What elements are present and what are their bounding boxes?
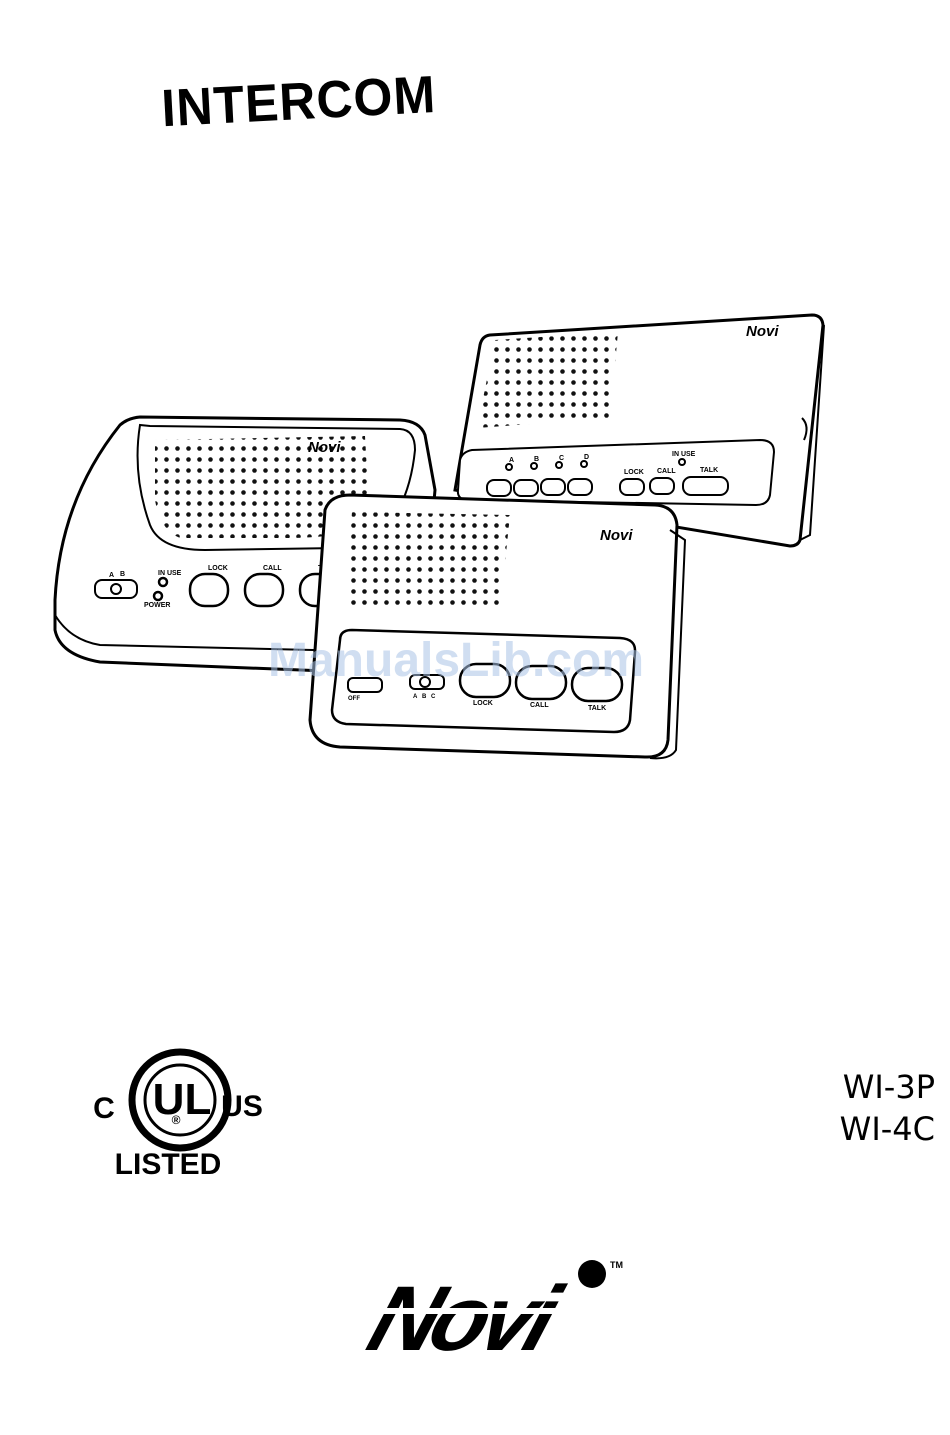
ul-registered-mark: ® xyxy=(172,1113,181,1127)
document-title: INTERCOM xyxy=(160,64,437,139)
watermark: ManualsLib.com xyxy=(268,633,644,688)
intercom-illustration: Novi A B C D IN USE LOCK CALL TALK xyxy=(40,300,840,770)
back-call-button xyxy=(650,478,674,494)
trademark-symbol: TM xyxy=(610,1260,623,1270)
back-lock-label: LOCK xyxy=(624,469,644,476)
model-numbers: WI-3P WI-4C xyxy=(795,1066,935,1150)
left-lock-button xyxy=(190,574,228,606)
back-talk-label: TALK xyxy=(700,467,718,474)
left-unit-brand: Novi xyxy=(308,439,341,456)
back-talk-button xyxy=(683,477,728,495)
ul-c-letter: C xyxy=(93,1092,115,1125)
model-number: WI-4C xyxy=(795,1108,935,1150)
back-channel-c-label: C xyxy=(559,455,564,462)
ul-letters: UL xyxy=(153,1075,212,1124)
back-unit-brand: Novi xyxy=(746,323,779,340)
ul-listed-text: LISTED xyxy=(115,1148,222,1181)
front-intercom-unit: Novi OFF A B C LOCK CALL TALK xyxy=(310,495,685,758)
back-channel-a-button xyxy=(487,480,511,496)
left-in-use-label: IN USE xyxy=(158,570,182,577)
back-channel-a-label: A xyxy=(509,457,514,464)
ul-listed-mark: UL ® C US LISTED xyxy=(90,1040,270,1190)
front-off-label: OFF xyxy=(348,696,360,702)
front-call-label: CALL xyxy=(530,702,549,709)
left-call-label: CALL xyxy=(263,565,282,572)
back-call-label: CALL xyxy=(657,468,676,475)
novi-logo: TM Novi xyxy=(360,1250,640,1370)
left-lock-label: LOCK xyxy=(208,565,228,572)
left-power-label: POWER xyxy=(144,602,170,609)
back-channel-c-button xyxy=(541,479,565,495)
left-switch-a-label: A xyxy=(109,572,114,579)
front-channel-c-label: C xyxy=(431,694,436,700)
back-channel-b-button xyxy=(514,480,538,496)
left-switch-b-label: B xyxy=(120,571,125,578)
back-channel-b-label: B xyxy=(534,456,539,463)
ul-us-letters: US xyxy=(221,1090,263,1123)
front-unit-brand: Novi xyxy=(600,527,633,544)
front-channel-a-label: A xyxy=(413,694,418,700)
back-lock-button xyxy=(620,479,644,495)
back-channel-d-button xyxy=(568,479,592,495)
logo-wordmark: Novi xyxy=(360,1268,573,1370)
front-lock-label: LOCK xyxy=(473,700,493,707)
back-channel-d-label: D xyxy=(584,454,589,461)
back-in-use-label: IN USE xyxy=(672,451,696,458)
model-number: WI-3P xyxy=(795,1066,935,1108)
left-call-button xyxy=(245,574,283,606)
front-channel-b-label: B xyxy=(422,694,427,700)
front-talk-label: TALK xyxy=(588,705,606,712)
